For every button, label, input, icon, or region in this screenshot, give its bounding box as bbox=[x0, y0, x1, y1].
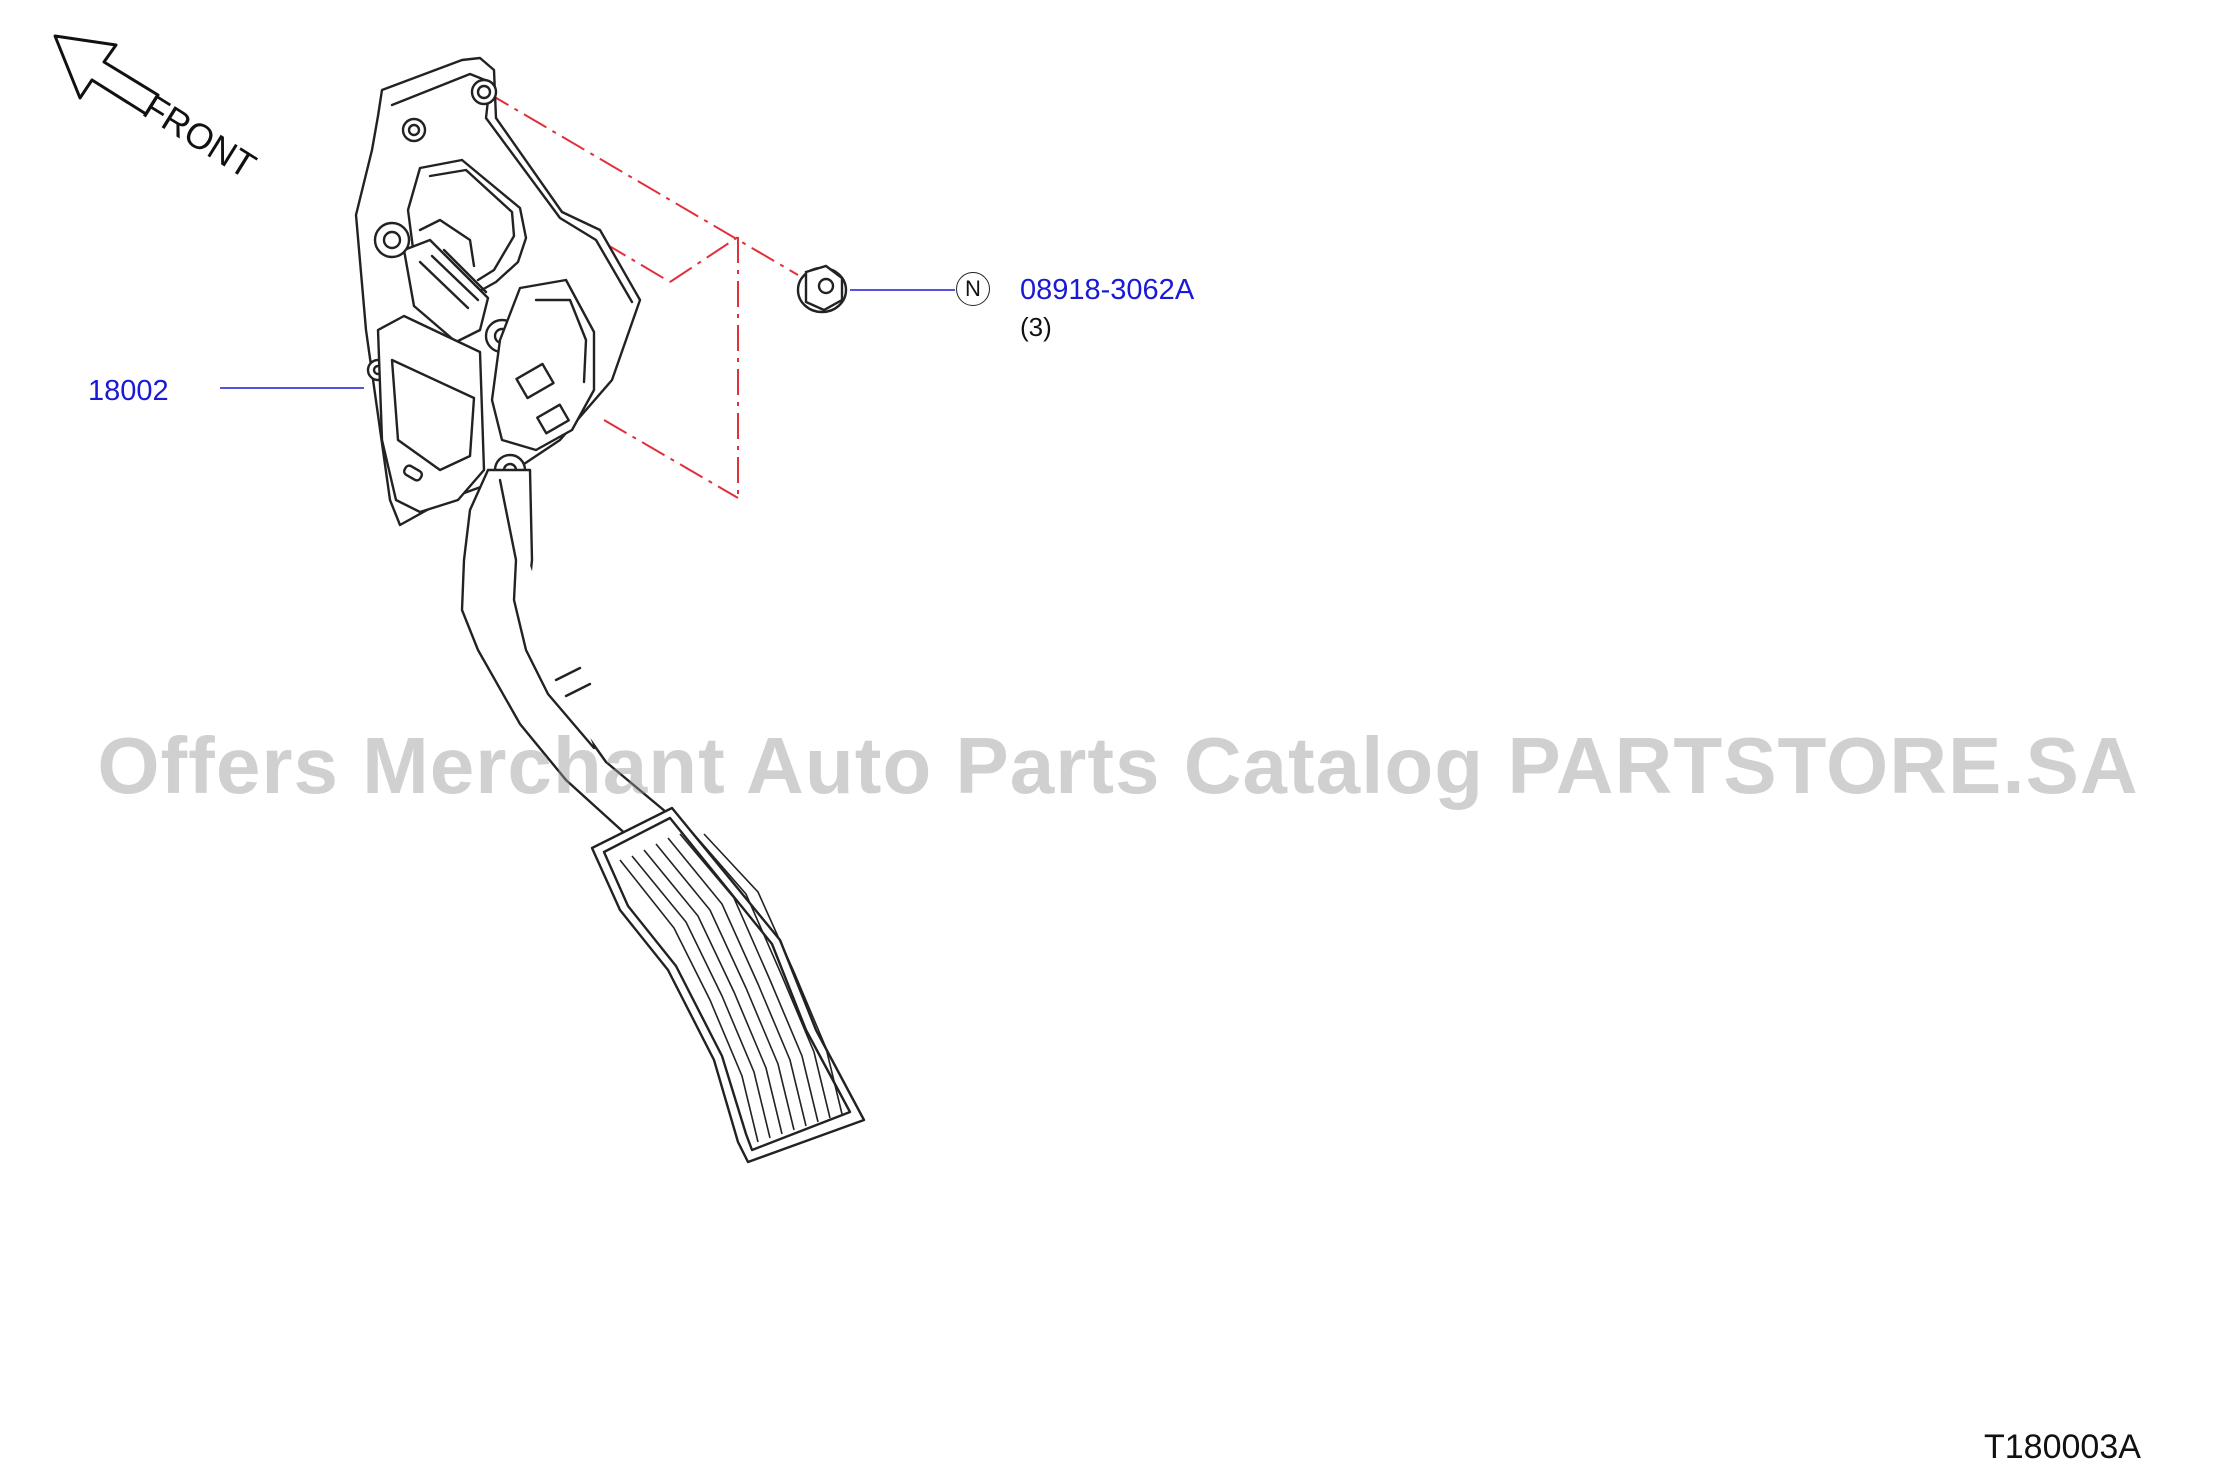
accelerator-pedal-assembly-icon bbox=[354, 56, 866, 1164]
diagram-id: T180003A bbox=[1984, 1428, 2141, 1466]
callout-leaders bbox=[220, 289, 955, 389]
pedal-pad-grooves bbox=[619, 831, 843, 1143]
front-arrow-icon bbox=[53, 34, 160, 116]
watermark: Offers Merchant Auto Parts Catalog PARTS… bbox=[97, 721, 2139, 810]
callout-part-18002[interactable]: 18002 bbox=[88, 375, 169, 407]
new-part-badge: N bbox=[956, 272, 990, 306]
flange-nut-icon bbox=[796, 264, 848, 314]
quantity-label: (3) bbox=[1020, 312, 1052, 342]
callout-part-08918-3062a[interactable]: 08918-3062A bbox=[1020, 274, 1195, 306]
